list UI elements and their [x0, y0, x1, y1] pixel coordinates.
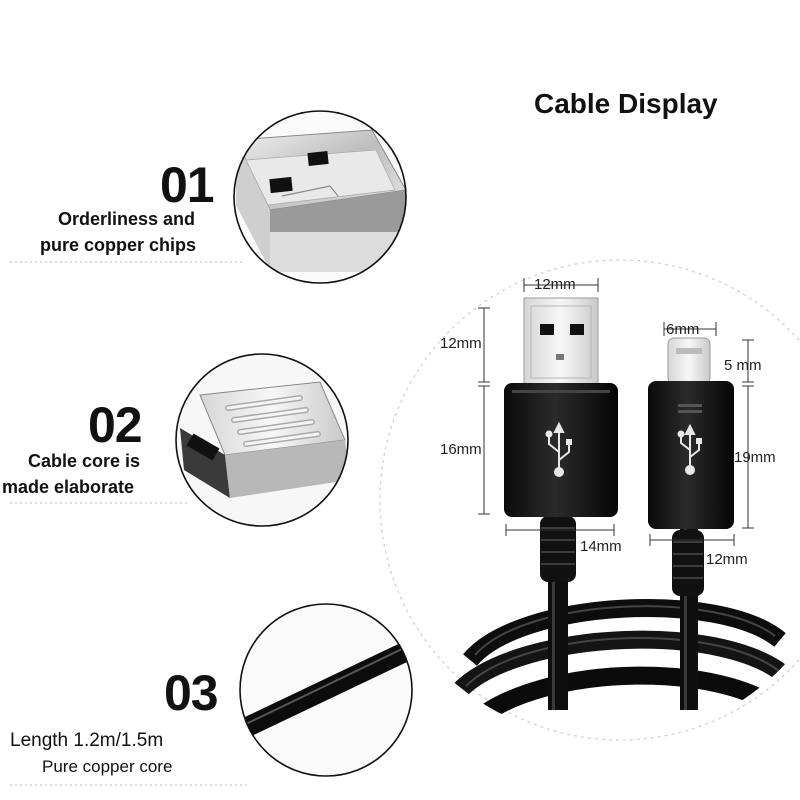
- feature-line-1a: Orderliness and: [58, 209, 196, 229]
- usb-logo-icon: [677, 423, 702, 475]
- dim-usb-plug-height: 12mm: [440, 335, 482, 352]
- feature-description-2: Cable core is made elaborate: [2, 448, 141, 500]
- feature-number-2: 02: [88, 397, 143, 453]
- dim-micro-plug-width: 6mm: [666, 321, 699, 338]
- dim-micro-housing-height: 19mm: [734, 449, 776, 466]
- feature-number-3: 03: [164, 665, 219, 721]
- dim-micro-housing-width: 12mm: [706, 551, 748, 568]
- feature-line-3b: Pure copper core: [42, 757, 173, 776]
- cable-coil: [453, 599, 797, 732]
- micro-usb-closeup: [175, 353, 349, 527]
- feature-line-2a: Cable core is: [28, 451, 141, 471]
- feature-description-1: Orderliness and pure copper chips: [40, 206, 196, 258]
- dimension-markers: [478, 278, 754, 546]
- feature-line-3a: Length 1.2m/1.5m: [10, 730, 164, 751]
- dim-micro-plug-height: 5 mm: [724, 357, 762, 374]
- micro-usb-plug: [648, 337, 734, 710]
- cable-closeup: [239, 603, 413, 777]
- dim-usb-housing-height: 16mm: [440, 441, 482, 458]
- feature-number-1: 01: [160, 157, 215, 213]
- dim-usb-plug-width: 12mm: [534, 276, 576, 293]
- usb-a-plug: [504, 297, 618, 710]
- feature-description-3: Length 1.2m/1.5m Pure copper core: [10, 728, 172, 780]
- usb-logo-icon: [545, 421, 572, 477]
- feature-line-1b: pure copper chips: [40, 235, 197, 255]
- usb-plug-closeup: [233, 110, 407, 284]
- feature-line-2b: made elaborate: [2, 477, 135, 497]
- dim-usb-housing-width: 14mm: [580, 538, 622, 555]
- page-title: Cable Display: [534, 88, 718, 119]
